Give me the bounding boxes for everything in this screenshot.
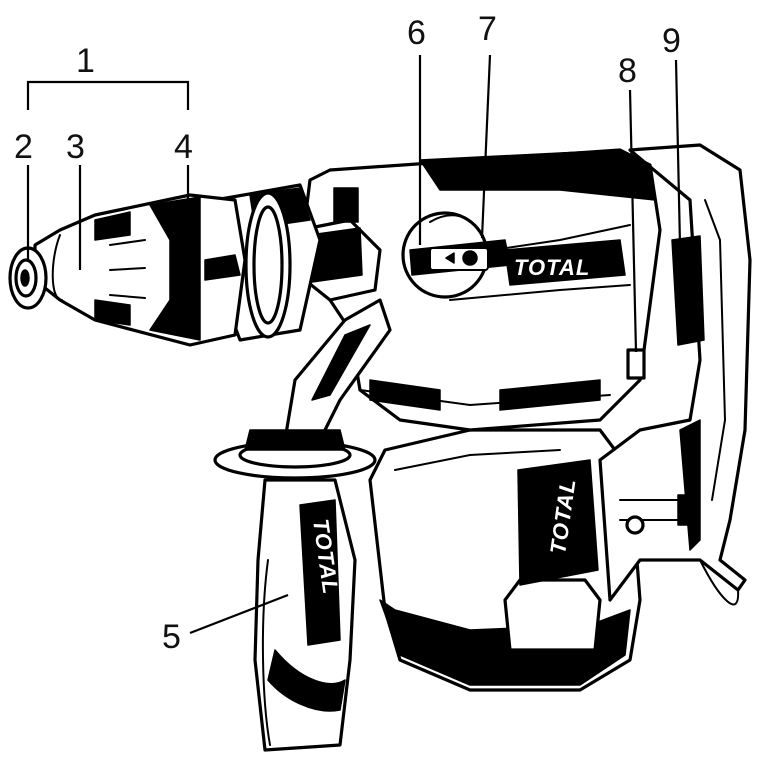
side-handle: TOTAL xyxy=(213,298,392,752)
callout-9: 9 xyxy=(662,22,681,60)
callout-4: 4 xyxy=(174,128,193,166)
mode-selector-knob xyxy=(401,211,511,299)
trigger-switch xyxy=(671,235,705,346)
motor-housing: TOTAL xyxy=(368,428,642,692)
rear-handle xyxy=(598,143,752,606)
callout-numbers: 1 2 3 4 5 6 7 8 9 xyxy=(14,10,681,656)
upper-housing: TOTAL xyxy=(298,148,662,432)
leader-5 xyxy=(189,593,289,635)
leader-1 xyxy=(26,80,190,110)
callout-5: 5 xyxy=(162,618,181,656)
body-logo: TOTAL xyxy=(514,255,590,280)
callout-6: 6 xyxy=(407,14,426,52)
leader-8 xyxy=(628,89,638,353)
leader-lines xyxy=(26,54,682,635)
lock-button xyxy=(626,348,646,380)
callout-1: 1 xyxy=(76,42,95,80)
leader-9 xyxy=(674,59,682,246)
callout-7: 7 xyxy=(478,10,497,48)
barrel xyxy=(213,183,322,342)
leader-7 xyxy=(480,54,492,239)
callout-8: 8 xyxy=(618,52,637,90)
callout-2: 2 xyxy=(14,128,33,166)
sds-chuck xyxy=(8,193,247,347)
callout-3: 3 xyxy=(66,128,85,166)
